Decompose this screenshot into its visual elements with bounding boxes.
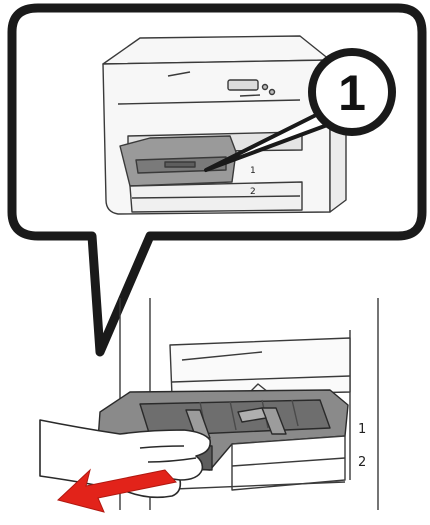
step-number: 1 <box>338 65 366 121</box>
inset-tray-label-1: 1 <box>250 166 256 176</box>
detail-cassette-2 <box>232 436 345 490</box>
detail-tray-label-2: 2 <box>358 455 366 470</box>
cassette-opening <box>170 338 350 396</box>
control-button <box>263 85 268 90</box>
control-display <box>228 80 258 90</box>
control-button <box>270 90 275 95</box>
printer-seam <box>240 95 260 96</box>
printer-top <box>103 36 330 64</box>
detail-tray-label-1: 1 <box>358 422 366 437</box>
inset-tray-label-2: 2 <box>250 187 256 197</box>
cassette-1-handle <box>165 162 195 167</box>
